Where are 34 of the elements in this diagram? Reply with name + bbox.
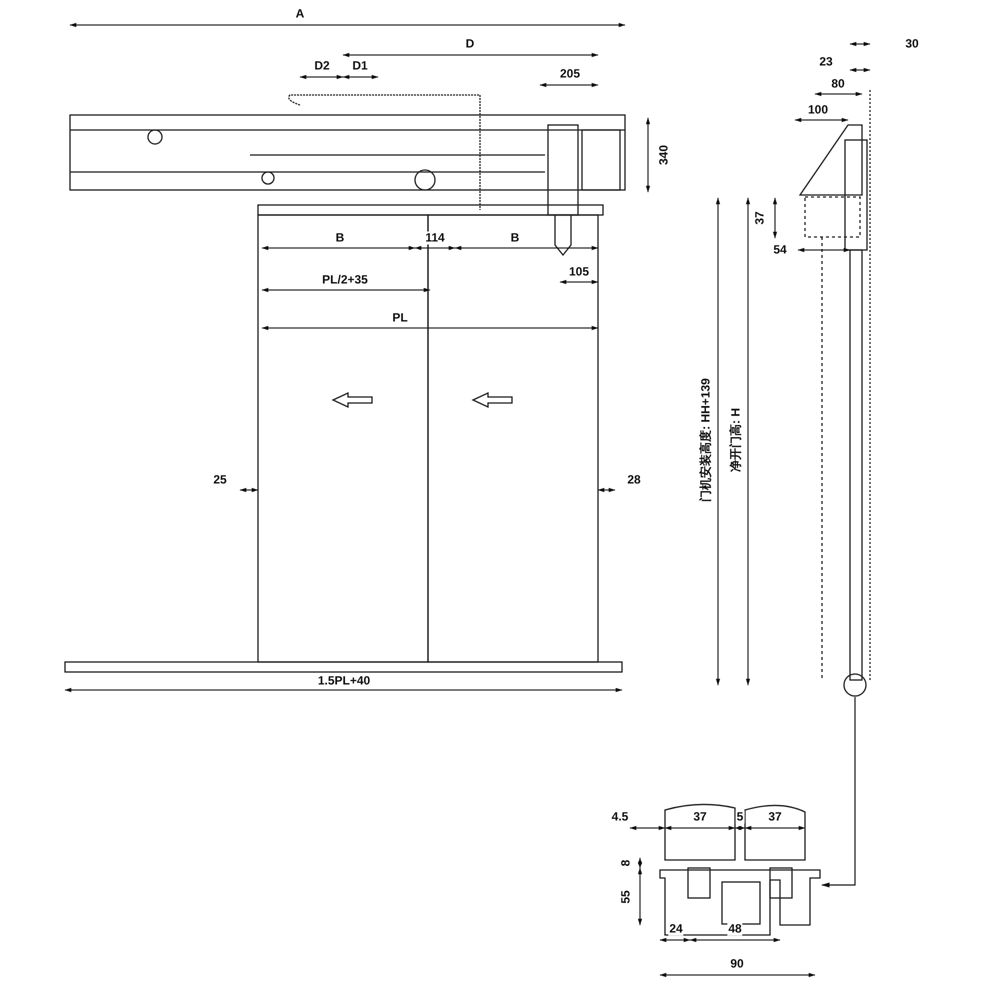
dimension-label: 37 — [767, 810, 783, 824]
detail-marker-circle — [843, 673, 867, 697]
dimension-label: PL/2+35 — [321, 274, 369, 286]
dimension-label: PL — [391, 312, 409, 324]
dimension-label: 5 — [736, 810, 744, 824]
dimension-label: A — [294, 8, 306, 20]
dimension-note: 门机安装高度: HH+139 — [700, 377, 712, 503]
dimension-note: 净开门高: H — [730, 407, 742, 473]
dimension-label: 105 — [568, 266, 590, 278]
dimension-label: 48 — [727, 922, 743, 936]
dimension-label: D2 — [313, 60, 331, 72]
dimension-label: 100 — [806, 104, 830, 116]
dimension-label: 80 — [830, 78, 846, 90]
dimension-label: 37 — [692, 810, 708, 824]
dimension-label: 4.5 — [610, 810, 630, 824]
dimension-label: 1.5PL+40 — [316, 674, 372, 688]
dimension-label: 25 — [212, 474, 228, 486]
dimension-label: 54 — [772, 244, 788, 256]
dimension-label: 37 — [754, 210, 766, 226]
dimension-label: 205 — [558, 68, 582, 80]
leader-line — [821, 697, 856, 888]
dimension-label: 55 — [620, 889, 632, 905]
dimension-label: B — [334, 232, 346, 244]
dimension-label: 8 — [620, 858, 632, 868]
dimension-label: 28 — [626, 474, 642, 486]
dimension-label: D1 — [351, 60, 369, 72]
dimension-label: 90 — [729, 958, 745, 970]
dimension-label: D — [464, 38, 476, 50]
dimension-label: 114 — [424, 232, 446, 244]
dimension-label: 23 — [818, 56, 834, 68]
dimension-label: 30 — [904, 38, 920, 50]
dimension-label: 340 — [658, 144, 670, 166]
dimension-label: B — [510, 232, 520, 244]
dimension-label: 24 — [668, 922, 684, 936]
